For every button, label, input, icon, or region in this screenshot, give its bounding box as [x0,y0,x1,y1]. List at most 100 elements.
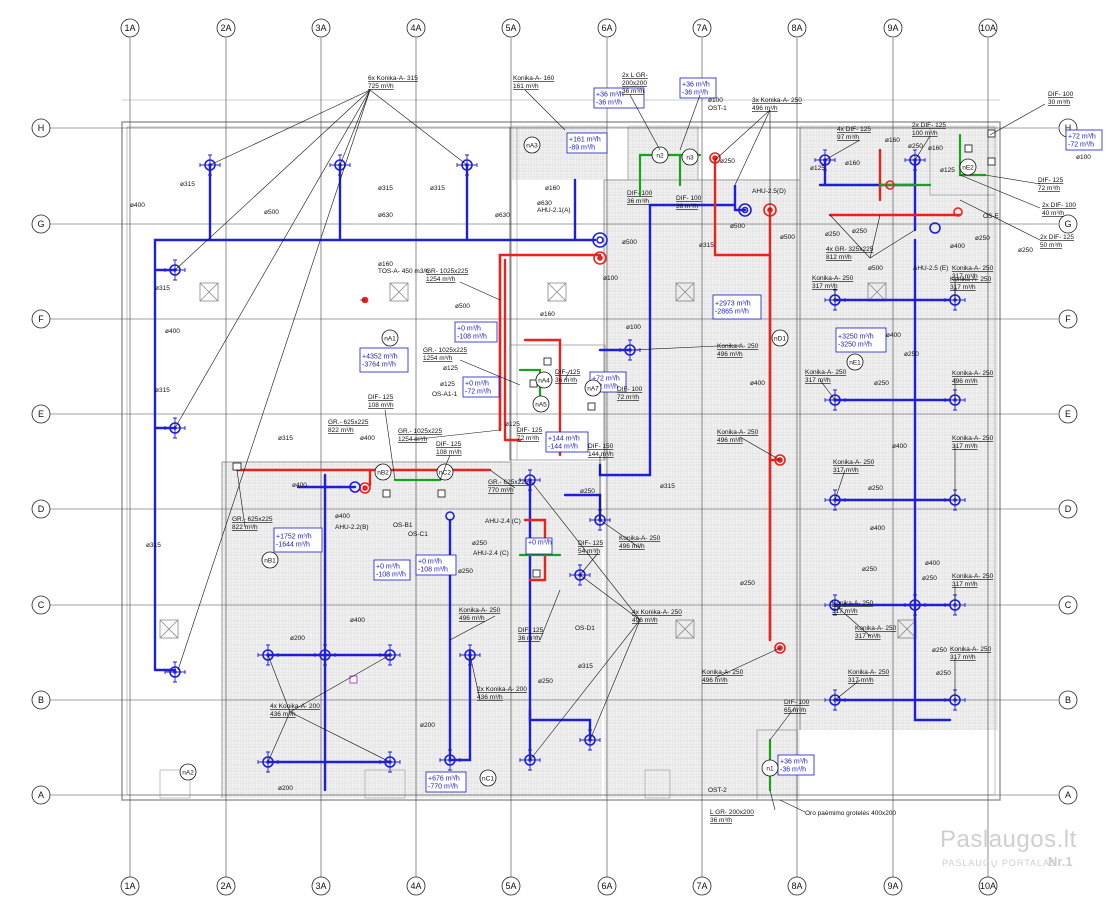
equipment-label: ø100 [708,97,723,104]
leader-line [236,469,246,528]
room-tag-label: nA5 [535,401,547,408]
room-tag: nC2 [436,463,454,481]
duct-diameter-label: ø500 [622,239,637,246]
equipment-label: OST-1 [708,105,727,112]
equipment-label: 496 m³/h [459,615,485,622]
equipment-label: 317 m³/h [832,608,858,615]
equipment-label: DIF- 100 [617,386,643,393]
grid-bubble [31,690,51,710]
room-tag: nA2 [179,763,197,781]
grid-bubble [311,18,331,38]
equipment-label: 2x L GR- [622,72,648,79]
duct-diameter-label: ø160 [545,185,560,192]
equipment-label: Konika-A- 250 [950,276,992,283]
leader-line [524,89,566,131]
grid-bubble [1058,595,1078,615]
equipment-label: 97 m³/h [837,134,859,141]
duct-diameter-label: ø315 [155,387,170,394]
leader-line [439,454,451,481]
equipment-label: Oro paėmimo grotelės 400x200 [805,810,896,817]
supply-diffuser [164,661,186,683]
equipment-label: 2x DIF- 125 [1040,234,1074,241]
airflow-supply-value: +36 m³/h [682,82,710,89]
equipment-label: DIF- 125 [1038,177,1064,184]
duct-diameter-label: ø250 [852,228,867,235]
leader-line [629,344,741,351]
duct-diameter-label: ø250 [740,580,755,587]
equipment-label: GR.- 625x225 [488,479,529,486]
airflow-exhaust-value: -2865 m³/h [715,309,749,316]
equipment-label: DIF- 100 [676,195,702,202]
airflow-box: +0 m³/h-108 m³/h [373,559,411,581]
room-tag-label: n1 [766,765,774,772]
equipment-label: 4x Konika-A- 200 [270,703,320,710]
equipment-label: 822 m³/h [328,427,354,434]
room-tag: nA7 [584,379,602,397]
equipment-label: 108 m³/h [368,402,394,409]
grid-bubble [31,309,51,329]
equipment-label: DIF- 100 [1048,91,1074,98]
grid-col-label: 4A [410,881,421,891]
equipment-label: TOS-A- 450 m3/h [378,268,429,275]
duct-diameter-label: ø500 [264,209,279,216]
grid-col-label: 3A [315,23,326,33]
equipment-label: 317 m³/h [833,467,859,474]
duct-diameter-label: ø250 [580,488,595,495]
room-tag: nE2 [959,158,977,176]
grid-col-label: 10A [980,881,996,891]
equipment-label: 40 m³/h [1042,210,1064,217]
grid-col-label: 8A [791,881,802,891]
leader-line [209,89,371,166]
airflow-box: +36 m³/h-36 m³/h [679,77,717,99]
leader-line [459,281,501,301]
equipment-label: Konika-A- 250 [952,265,994,272]
equipment-label: 822 m³/h [232,524,258,531]
room-tag: nA5 [532,395,550,413]
duct-diameter-label: ø250 [975,235,990,242]
airflow-exhaust-value: -72 m³/h [465,389,491,396]
grid-bubble [31,595,51,615]
grid-bubble [883,18,903,38]
equipment-label: 2x DIF- 100 [1042,202,1076,209]
equipment-label: Konika-A- 250 [848,669,890,676]
equipment-label: OS-D1 [575,625,595,632]
duct-diameter-label: ø160 [540,311,555,318]
equipment-label: OS-A1-1 [432,391,458,398]
room-tag-label: nA4 [538,377,550,384]
equipment-label: DIF- 100 [784,699,810,706]
equipment-markers [349,203,941,521]
airflow-exhaust-value: -108 m³/h [376,572,406,579]
room-tag-label: nA3 [526,142,538,149]
duct-diameter-label: ø400 [870,525,885,532]
airflow-supply-value: +0 m³/h [376,564,400,571]
leader-line [629,94,661,151]
room-tag: nE1 [846,353,864,371]
equipment-label: DIF- 125 [578,540,604,547]
airflow-exhaust-value: -3764 m³/h [362,362,396,369]
airflow-supply-value: +36 m³/h [596,92,624,99]
room-tag: nA3 [523,136,541,154]
leader-line [579,552,599,576]
duct-diameter-label: ø500 [455,303,470,310]
duct-diameter-label: ø125 [443,365,458,372]
grid-bubble [216,18,236,38]
equipment-label: 50 m³/h [1040,242,1062,249]
airflow-supply-value: +0 m³/h [418,559,442,566]
room-tag-label: nB2 [377,469,389,476]
room-tag: nB1 [261,551,279,569]
airflow-boxes: +161 m³/h-89 m³/h+36 m³/h-36 m³/h+36 m³/… [273,77,1103,793]
room-tag-label: nA7 [587,385,599,392]
leader-line [449,615,496,641]
leader-line [984,174,1041,185]
duct-diameter-label: ø400 [892,443,907,450]
leader-line [177,89,371,671]
equipment-label: 317 m³/h [950,284,976,291]
equipment-label: 317 m³/h [950,654,976,661]
supply-diffuser [257,644,279,666]
airflow-box: +3250 m³/h-3250 m³/h [835,327,887,353]
equipment-label: 144 m³/h [588,451,614,458]
leader-line [289,711,391,763]
duct-diameter-label: ø100 [1076,154,1091,161]
airflow-exhaust-value: -72 m³/h [592,384,618,391]
